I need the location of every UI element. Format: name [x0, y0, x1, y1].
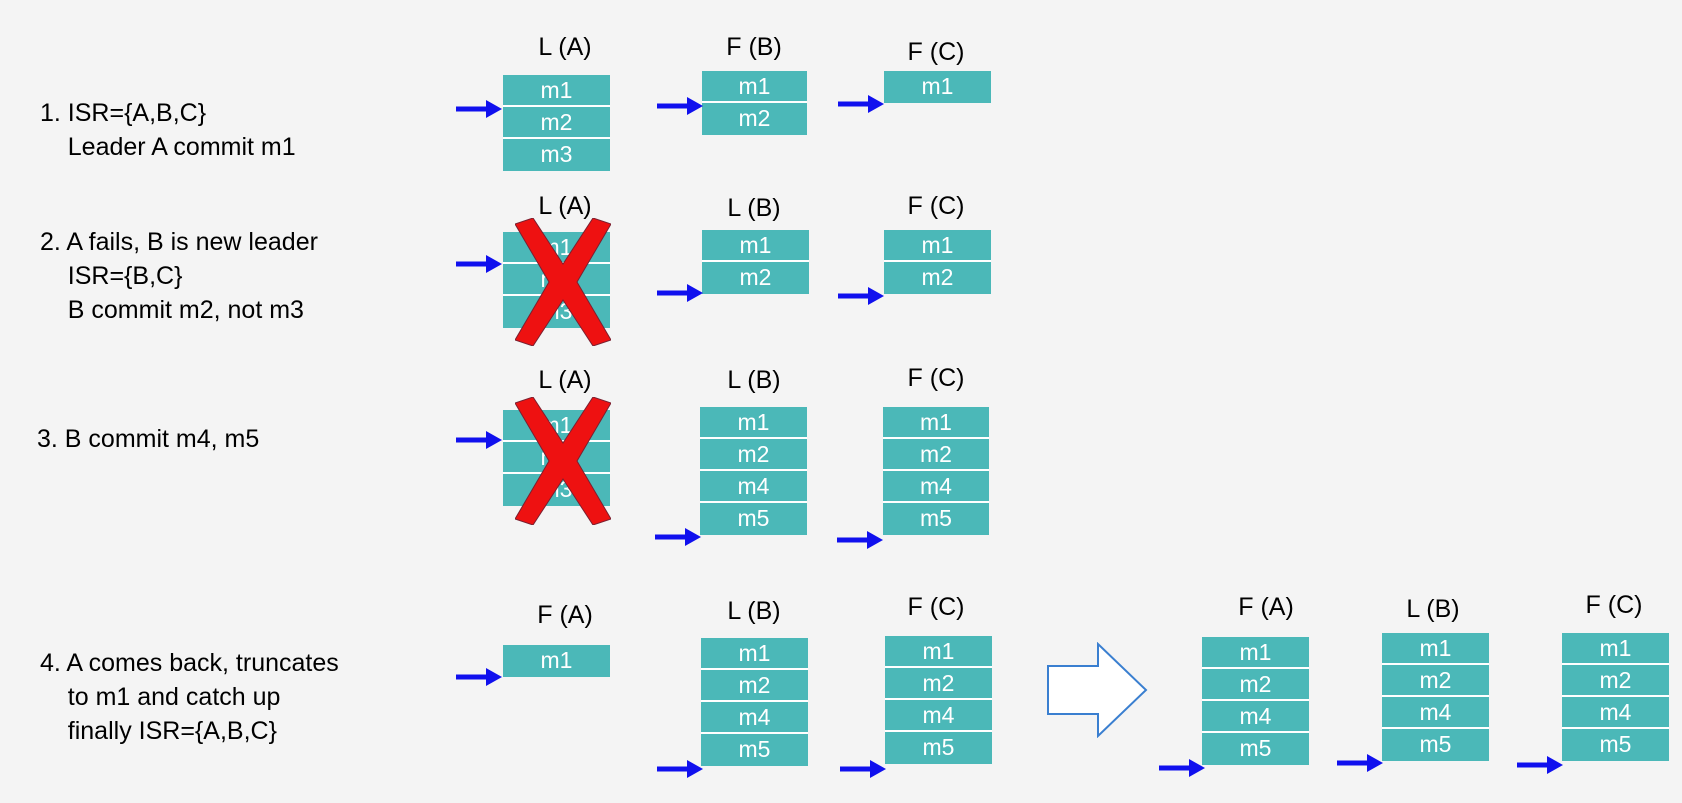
step-2-replica-c-label: F (C): [907, 192, 965, 220]
step-2-c-pointer-arrow-icon: [838, 287, 884, 305]
log-entry: m1: [701, 638, 808, 670]
log-entry: m2: [1382, 665, 1489, 697]
step-2-replica-b-label: L (B): [727, 194, 781, 222]
log-entry: m4: [701, 702, 808, 734]
step-4-after-b-pointer-arrow-icon: [1337, 754, 1383, 772]
step-1-c-pointer-arrow-icon: [838, 95, 884, 113]
transition-arrow-icon: [1047, 642, 1148, 738]
step-3-replica-c-label: F (C): [907, 364, 965, 392]
step-4-a-pointer-arrow-icon: [456, 668, 502, 686]
log-entry: m4: [1562, 697, 1669, 729]
step-4-c-pointer-arrow-icon: [840, 760, 886, 778]
step-1-replica-c-label: F (C): [907, 38, 965, 66]
step-4-after-a-pointer-arrow-icon: [1159, 759, 1205, 777]
log-entry: m2: [702, 262, 809, 294]
step-1-replica-b-label: F (B): [726, 33, 782, 61]
log-entry: m4: [700, 471, 807, 503]
log-entry: m5: [1562, 729, 1669, 761]
step-4-description: 4. A comes back, truncates to m1 and cat…: [40, 646, 339, 748]
step-2-line-3: B commit m2, not m3: [40, 296, 304, 324]
step-2-line-2: ISR={B,C}: [40, 262, 183, 290]
log-entry: m1: [1382, 633, 1489, 665]
log-entry: m1: [1562, 633, 1669, 665]
log-entry: m1: [503, 645, 610, 677]
step-3-failed-cross-icon: [515, 397, 611, 525]
step-1-a-pointer-arrow-icon: [456, 100, 502, 118]
step-1-replica-a-label: L (A): [538, 33, 592, 61]
log-entry: m1: [884, 71, 991, 103]
log-entry: m4: [885, 700, 992, 732]
step-2-failed-cross-icon: [515, 218, 611, 346]
log-entry: m2: [503, 107, 610, 139]
step-2-a-pointer-arrow-icon: [456, 255, 502, 273]
step-4-replica-a-label: F (A): [537, 601, 593, 629]
log-entry: m2: [1202, 669, 1309, 701]
step-4-after-replica-a-label: F (A): [1238, 593, 1294, 621]
step-4-line-1: 4. A comes back, truncates: [40, 649, 339, 677]
log-entry: m5: [1202, 733, 1309, 765]
log-entry: m2: [702, 103, 807, 135]
step-3-c-pointer-arrow-icon: [837, 531, 883, 549]
step-1-description: 1. ISR={A,B,C} Leader A commit m1: [40, 96, 296, 164]
log-entry: m5: [885, 732, 992, 764]
log-entry: m2: [1562, 665, 1669, 697]
step-4-replica-c-label: F (C): [907, 593, 965, 621]
log-entry: m1: [702, 71, 807, 103]
step-4-replica-a-log: m1: [503, 645, 610, 677]
log-entry: m4: [1382, 697, 1489, 729]
log-entry: m5: [883, 503, 989, 535]
step-3-a-pointer-arrow-icon: [456, 431, 502, 449]
log-entry: m5: [701, 734, 808, 766]
log-entry: m2: [884, 262, 991, 294]
step-4-line-3: finally ISR={A,B,C}: [40, 717, 277, 745]
log-entry: m2: [885, 668, 992, 700]
step-4-b-pointer-arrow-icon: [657, 760, 703, 778]
log-entry: m5: [1382, 729, 1489, 761]
step-1-line-2: Leader A commit m1: [40, 133, 296, 161]
log-entry: m5: [700, 503, 807, 535]
log-entry: m1: [702, 230, 809, 262]
step-2-replica-a-label: L (A): [538, 192, 592, 220]
step-1-replica-c-log: m1: [884, 71, 991, 103]
log-entry: m1: [884, 230, 991, 262]
log-entry: m2: [883, 439, 989, 471]
step-1-b-pointer-arrow-icon: [657, 97, 703, 115]
log-entry: m3: [503, 139, 610, 171]
step-3-replica-b-label: L (B): [727, 366, 781, 394]
step-4-line-2: to m1 and catch up: [40, 683, 281, 711]
step-4-after-replica-b-label: L (B): [1406, 595, 1460, 623]
step-1-line-1: 1. ISR={A,B,C}: [40, 99, 207, 127]
step-2-b-pointer-arrow-icon: [657, 284, 703, 302]
step-4-replica-b-label: L (B): [727, 597, 781, 625]
log-entry: m2: [701, 670, 808, 702]
step-3-line-1: 3. B commit m4, m5: [37, 425, 260, 453]
step-3-b-pointer-arrow-icon: [655, 528, 701, 546]
log-entry: m1: [1202, 637, 1309, 669]
step-2-line-1: 2. A fails, B is new leader: [40, 228, 318, 256]
log-entry: m1: [883, 407, 989, 439]
step-3-description: 3. B commit m4, m5: [37, 422, 259, 456]
log-entry: m1: [885, 636, 992, 668]
log-entry: m2: [700, 439, 807, 471]
step-4-after-c-pointer-arrow-icon: [1517, 756, 1563, 774]
step-3-replica-a-label: L (A): [538, 366, 592, 394]
log-entry: m1: [503, 75, 610, 107]
step-2-description: 2. A fails, B is new leader ISR={B,C} B …: [40, 225, 318, 327]
step-4-after-replica-c-label: F (C): [1585, 591, 1643, 619]
log-entry: m4: [883, 471, 989, 503]
log-entry: m1: [700, 407, 807, 439]
log-entry: m4: [1202, 701, 1309, 733]
